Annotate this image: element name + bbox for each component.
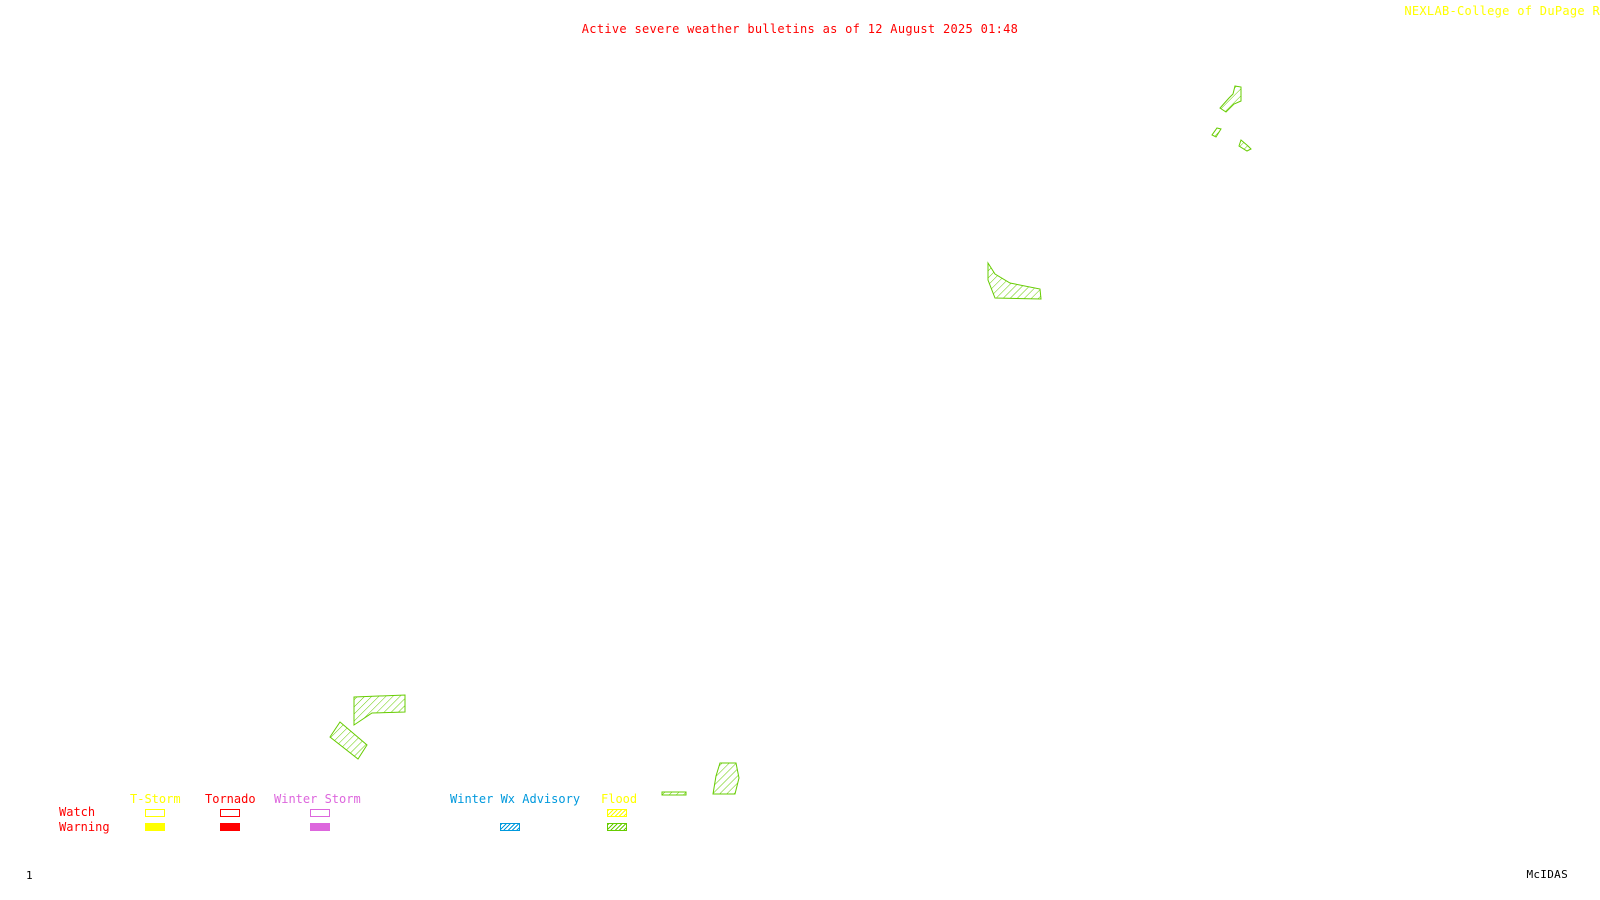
flood-warning-polygon[interactable] bbox=[1211, 127, 1222, 138]
tstorm-watch-swatch bbox=[145, 809, 165, 817]
flood-warning-polygon[interactable] bbox=[661, 791, 687, 796]
frame-number: 1 bbox=[26, 869, 33, 882]
flood-warning-swatch bbox=[607, 823, 627, 831]
legend-warning-label: Warning bbox=[59, 820, 110, 834]
flood-warning-polygon[interactable] bbox=[712, 762, 740, 795]
tstorm-warning-swatch bbox=[145, 823, 165, 831]
winter-wx-advisory-swatch bbox=[500, 823, 520, 831]
legend-tstorm-label: T-Storm bbox=[130, 792, 181, 806]
legend-winter-storm-label: Winter Storm bbox=[274, 792, 361, 806]
winter-storm-warning-swatch bbox=[310, 823, 330, 831]
winter-storm-watch-swatch bbox=[310, 809, 330, 817]
legend-winter-wx-advisory-label: Winter Wx Advisory bbox=[450, 792, 581, 806]
flood-warning-polygons bbox=[329, 85, 1252, 796]
bulletin-title: Active severe weather bulletins as of 12… bbox=[581, 22, 1019, 36]
legend-flood-label: Flood bbox=[601, 792, 638, 806]
flood-warning-polygon[interactable] bbox=[329, 721, 368, 760]
flood-warning-polygon[interactable] bbox=[1238, 139, 1252, 152]
flood-warning-polygon[interactable] bbox=[987, 261, 1042, 300]
source-credit: NEXLAB-College of DuPage R bbox=[1404, 4, 1600, 18]
tornado-warning-swatch bbox=[220, 823, 240, 831]
system-label: McIDAS bbox=[1526, 868, 1568, 881]
flood-warning-polygon[interactable] bbox=[1219, 85, 1242, 113]
legend-watch-label: Watch bbox=[59, 805, 96, 819]
flood-warning-polygon[interactable] bbox=[353, 694, 406, 726]
tornado-watch-swatch bbox=[220, 809, 240, 817]
legend-tornado-label: Tornado bbox=[205, 792, 256, 806]
flood-watch-swatch bbox=[607, 809, 627, 817]
